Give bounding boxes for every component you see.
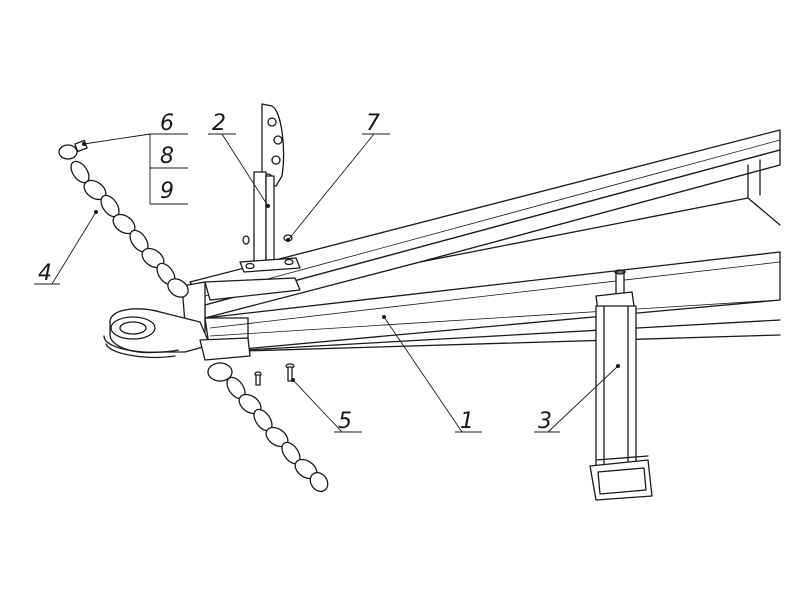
callout-9: 9 [160, 179, 174, 204]
mounting-bracket [239, 103, 301, 273]
callout-7: 7 [366, 111, 380, 136]
jack-stand [589, 269, 653, 501]
callout-1: 1 [460, 409, 474, 434]
drawbar-frame [181, 129, 781, 353]
callout-4: 4 [38, 261, 52, 286]
callout-2: 2 [212, 111, 226, 136]
towing-eye [103, 308, 251, 361]
safety-chain [58, 139, 329, 493]
bolt [254, 363, 295, 386]
leader-lines [34, 133, 620, 433]
callout-8: 8 [160, 144, 174, 169]
callout-labels: 1 2 3 4 5 6 7 8 9 [38, 111, 552, 434]
callout-3: 3 [538, 409, 552, 434]
callout-5: 5 [338, 409, 352, 434]
callout-6: 6 [160, 111, 174, 136]
